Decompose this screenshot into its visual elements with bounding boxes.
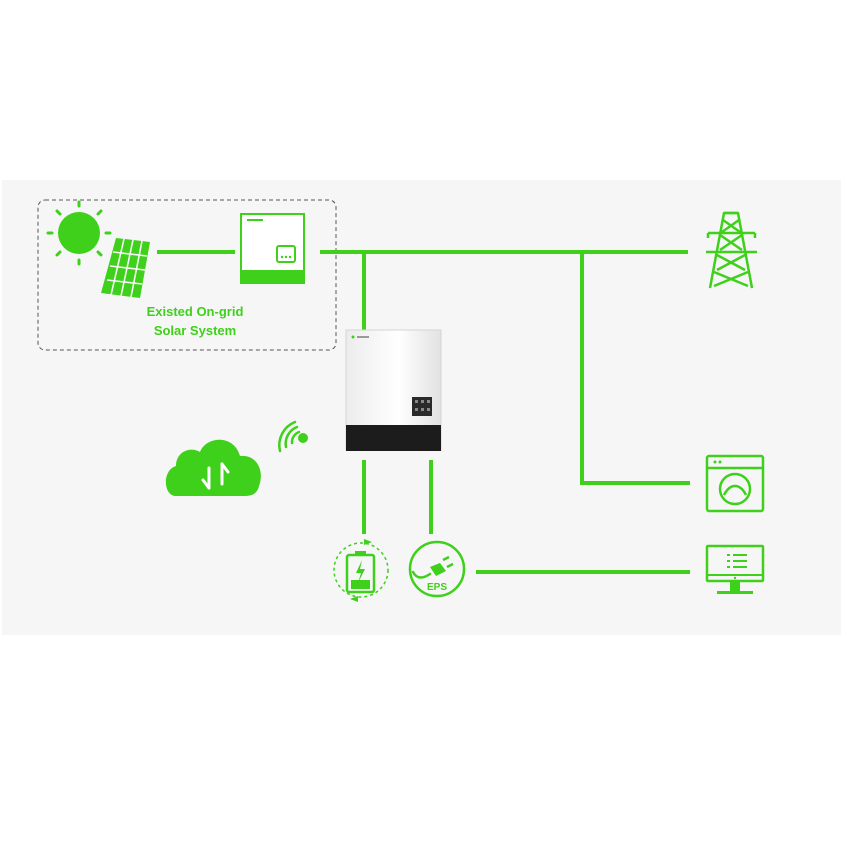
existing-system-label-line2: Solar System — [153, 323, 237, 338]
power-tower-icon — [706, 211, 757, 289]
connection-lines — [157, 250, 690, 574]
solar-panel-icon — [101, 238, 150, 298]
hybrid-inverter-icon — [345, 329, 442, 451]
eps-label: EPS — [427, 582, 447, 593]
computer-monitor-icon — [705, 544, 765, 594]
existing-system-label-line1: Existed On-grid — [146, 304, 244, 319]
battery-icon — [333, 539, 389, 602]
existing-system-label: Existed On-grid Solar System — [100, 302, 290, 340]
eps-plug-icon: EPS — [408, 540, 466, 598]
wifi-signal-icon — [278, 420, 308, 453]
sun-icon — [46, 200, 112, 266]
washing-machine-icon — [705, 454, 765, 513]
cloud-sync-icon — [165, 439, 261, 496]
existing-system-boundary — [37, 199, 337, 351]
grid-inverter-icon — [240, 213, 305, 284]
